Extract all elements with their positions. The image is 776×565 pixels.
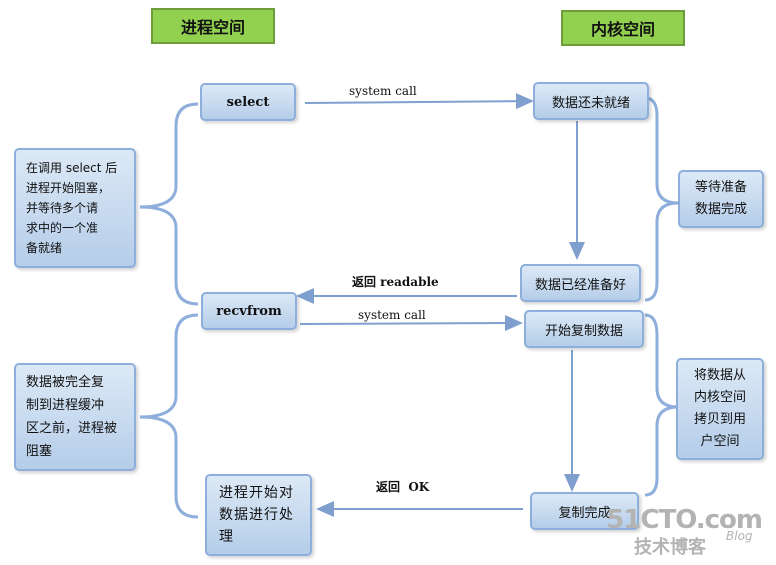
node-data-ready: 数据已经准备好 xyxy=(520,264,641,302)
label-return-readable: 返回 readable xyxy=(352,275,439,289)
watermark-site: 51CTO.com xyxy=(606,505,763,535)
note-blocked-select: 在调用 select 后 进程开始阻塞， 并等待多个请 求中的一个准 备就绪 xyxy=(14,148,136,268)
header-process-space: 进程空间 xyxy=(151,8,275,44)
arrow-syscall-select xyxy=(304,93,534,110)
arrow-syscall-recvfrom xyxy=(299,315,523,332)
watermark-blog: Blog xyxy=(726,529,753,543)
node-recvfrom: recvfrom xyxy=(201,292,297,330)
label-syscall-2: system call xyxy=(358,308,426,322)
watermark-cn: 技术博客 xyxy=(634,537,706,558)
label-return-ok: 返回 OK xyxy=(376,480,430,494)
brace-copy-block xyxy=(139,313,199,519)
brace-wait-data xyxy=(644,96,679,302)
node-process-handle: 进程开始对 数据进行处 理 xyxy=(205,474,312,556)
node-copy-done: 复制完成 xyxy=(530,492,639,530)
node-start-copy: 开始复制数据 xyxy=(524,310,644,348)
note-wait-data: 等待准备 数据完成 xyxy=(678,170,764,228)
brace-select-block xyxy=(139,102,199,306)
note-copy-to-user: 将数据从 内核空间 拷贝到用 户空间 xyxy=(676,358,764,460)
label-syscall-1: system call xyxy=(349,84,417,98)
node-select: select xyxy=(200,83,296,121)
header-kernel-space: 内核空间 xyxy=(561,10,685,46)
brace-copy-to-user xyxy=(644,313,679,497)
note-blocked-copy: 数据被完全复 制到进程缓冲 区之前，进程被 阻塞 xyxy=(14,363,136,471)
node-data-not-ready: 数据还未就绪 xyxy=(533,82,649,120)
